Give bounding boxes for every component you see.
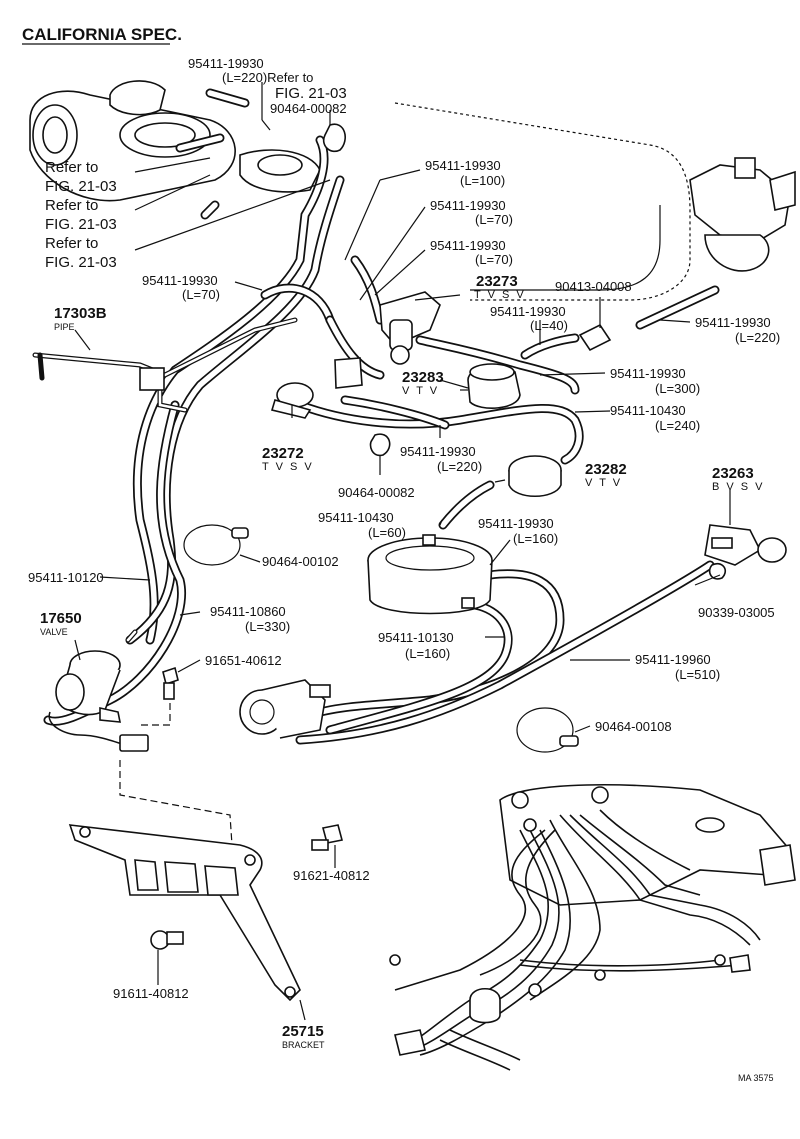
label-95411-19930-l160-a: 95411-19930	[478, 516, 554, 531]
label-valve-17650: 17650	[40, 610, 82, 627]
label-95411-10860-len: (L=330)	[245, 619, 290, 634]
label-95411-19960: 95411-19960	[635, 652, 711, 667]
charcoal-canister	[367, 534, 493, 615]
label-91651-40612: 91651-40612	[205, 653, 282, 668]
label-95411-19930-l300-len: (L=300)	[655, 381, 700, 396]
label-bracket-25715-sub: BRACKET	[282, 1040, 325, 1050]
tvsv-23272	[270, 357, 363, 419]
label-refer-to-1: Refer to	[45, 159, 98, 176]
clip-90464-00102	[183, 524, 249, 566]
label-95411-19930-l160-a-len: (L=160)	[513, 531, 558, 546]
bolt-91611-40812	[150, 930, 184, 950]
label-95411-19930-l40: 95411-19930	[490, 304, 566, 319]
label-90339-03005: 90339-03005	[698, 605, 775, 620]
label-90464-00082-top: 90464-00082	[270, 101, 347, 116]
label-95411-19930-l40-len: (L=40)	[530, 318, 568, 333]
dashed-leader-valve-bracket	[119, 760, 233, 846]
bolt-91651-40612	[140, 666, 179, 726]
engine-wire-harness	[389, 784, 796, 1071]
label-refer-to-3: Refer to	[45, 235, 98, 252]
distributor-assembly	[689, 157, 796, 272]
label-95411-19930-l70-b-len: (L=70)	[475, 252, 513, 267]
clip-90464-00108	[516, 707, 579, 753]
clip-90413-04008	[578, 323, 612, 352]
label-95411-10430-l60: 95411-10430	[318, 510, 394, 525]
bolt-91621-40812	[311, 824, 343, 851]
label-fig-1: FIG. 21-03	[45, 178, 117, 195]
clip-90464-00082-top	[322, 123, 346, 153]
clip-90339-03005	[708, 562, 727, 580]
label-fig-ref-top: FIG. 21-03	[275, 85, 347, 102]
label-tvsv-23272-sub: T V S V	[262, 461, 314, 473]
label-95411-19930-l100-len: (L=100)	[460, 173, 505, 188]
label-vtv-23283: 23283	[402, 369, 444, 386]
label-pipe-17303b-sub: PIPE	[54, 322, 75, 332]
label-95411-10130: 95411-10130	[378, 630, 454, 645]
label-vtv-23282: 23282	[585, 461, 627, 478]
leader-lines	[74, 82, 731, 1021]
label-91621-40812: 91621-40812	[293, 868, 370, 883]
label-tvsv-23273-sub: T V S V	[474, 289, 526, 301]
label-pipe-17303b: 17303B	[54, 305, 107, 322]
label-95411-19930-l70-a: 95411-19930	[430, 198, 506, 213]
clip-90464-00082-mid	[369, 433, 391, 457]
engine-outline	[394, 102, 691, 301]
label-95411-19930-l70-left-len: (L=70)	[182, 287, 220, 302]
vtv-23283	[460, 363, 521, 409]
label-91611-40812: 91611-40812	[113, 986, 189, 1001]
label-fig-2: FIG. 21-03	[45, 216, 117, 233]
label-refer-to-2: Refer to	[45, 197, 98, 214]
hose-network	[43, 88, 720, 745]
vacuum-servo	[239, 679, 331, 739]
label-95411-19930-l300: 95411-19930	[610, 366, 686, 381]
label-bracket-25715: 25715	[282, 1023, 324, 1040]
label-95411-19930-l100: 95411-19930	[425, 158, 501, 173]
label-95411-10430-l240: 95411-10430	[610, 403, 686, 418]
label-fig-3: FIG. 21-03	[45, 254, 117, 271]
diagram-title: CALIFORNIA SPEC.	[22, 25, 182, 44]
label-95411-19930-l220-right-len: (L=220)	[735, 330, 780, 345]
tvsv-23273	[379, 291, 441, 365]
label-valve-17650-sub: VALVE	[40, 627, 68, 637]
label-95411-10860: 95411-10860	[210, 604, 286, 619]
label-95411-19960-len: (L=510)	[675, 667, 720, 682]
label-95411-10430-l60-len: (L=60)	[368, 525, 406, 540]
label-95411-10430-l240-len: (L=240)	[655, 418, 700, 433]
label-95411-19930-l70-left: 95411-19930	[142, 273, 218, 288]
label-tvsv-23273: 23273	[476, 273, 518, 290]
label-95411-19930-l220-mid-len: (L=220)	[437, 459, 482, 474]
label-95411-10130-len: (L=160)	[405, 646, 450, 661]
bvsv-23263	[704, 524, 787, 566]
label-bvsv-23263-sub: B V S V	[712, 481, 765, 493]
valve-17650	[48, 650, 149, 752]
label-95411-19930-l70-b: 95411-19930	[430, 238, 506, 253]
label-95411-19930-l220-right: 95411-19930	[695, 315, 771, 330]
label-95411-19930-l220-mid: 95411-19930	[400, 444, 476, 459]
footer-code: MA 3575	[738, 1073, 774, 1083]
label-95411-10120: 95411-10120	[28, 570, 104, 585]
label-90464-00108: 90464-00108	[595, 719, 672, 734]
vtv-23282	[494, 455, 562, 497]
label-vtv-23283-sub: V T V	[402, 385, 439, 397]
label-90464-00082-mid: 90464-00082	[338, 485, 415, 500]
label-tvsv-23272: 23272	[262, 445, 304, 462]
label-90413-04008: 90413-04008	[555, 279, 632, 294]
label-bvsv-23263: 23263	[712, 465, 754, 482]
label-95411-19930-l70-a-len: (L=70)	[475, 212, 513, 227]
callout-labels: 95411-19930 (L=220)Refer to FIG. 21-03 9…	[28, 56, 780, 1083]
label-95411-19930-l220-top-len: (L=220)Refer to	[222, 70, 313, 85]
pipe-17303b	[32, 317, 298, 413]
bracket-25715	[68, 824, 301, 1002]
label-95411-19930-l220-top: 95411-19930	[188, 56, 264, 71]
label-vtv-23282-sub: V T V	[585, 477, 622, 489]
label-90464-00102: 90464-00102	[262, 554, 339, 569]
